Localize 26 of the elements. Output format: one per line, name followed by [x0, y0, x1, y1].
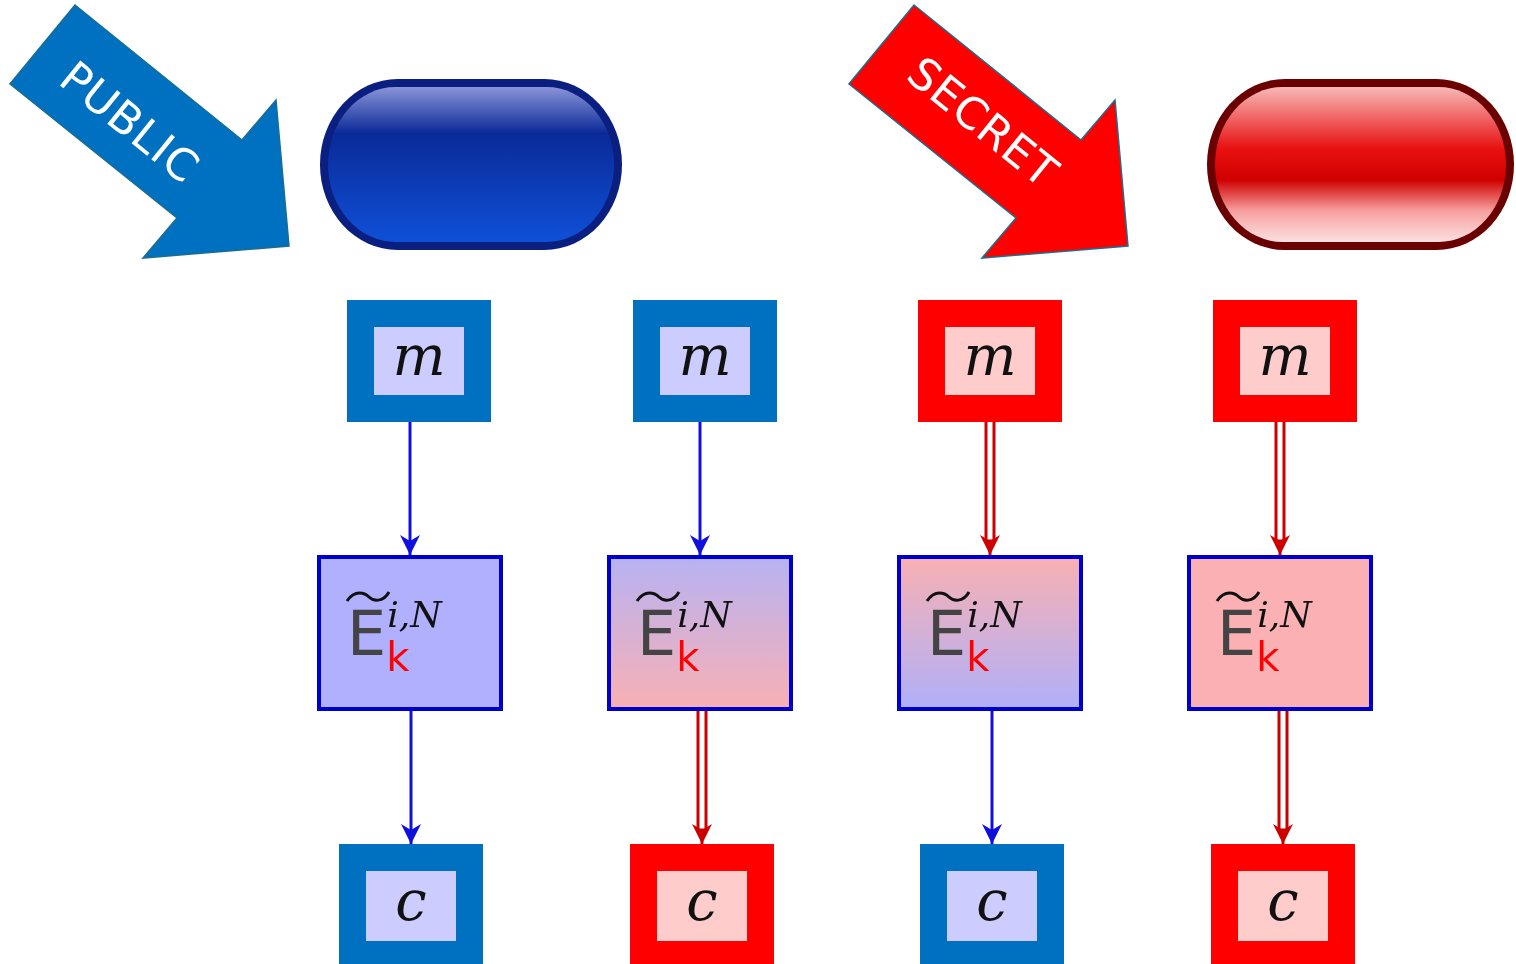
- variable-symbol: m: [392, 328, 446, 384]
- double-arrow: [692, 709, 712, 844]
- variable-box: [1211, 844, 1355, 964]
- variable-symbol: c: [686, 873, 718, 929]
- encryption-box: [607, 555, 793, 711]
- encryption-box: [317, 555, 503, 711]
- variable-box: [630, 844, 774, 964]
- variable-symbol: c: [1267, 873, 1299, 929]
- variable-box: [1213, 300, 1357, 422]
- variable-symbol: m: [678, 328, 732, 384]
- encryption-box: [1187, 555, 1373, 711]
- arrow: [982, 711, 1002, 844]
- double-arrow: [1273, 709, 1293, 844]
- variable-symbol: c: [976, 873, 1008, 929]
- arrow: [690, 422, 710, 555]
- variable-symbol: c: [395, 873, 427, 929]
- variable-symbol: m: [1258, 328, 1312, 384]
- encryption-box: [897, 555, 1083, 711]
- variable-box: [918, 300, 1062, 422]
- variable-box: [347, 300, 491, 422]
- variable-box: [633, 300, 777, 422]
- arrow: [401, 711, 421, 844]
- arrow: [400, 422, 420, 555]
- variable-box: [339, 844, 483, 964]
- variable-symbol: m: [963, 328, 1017, 384]
- variable-box: [920, 844, 1064, 964]
